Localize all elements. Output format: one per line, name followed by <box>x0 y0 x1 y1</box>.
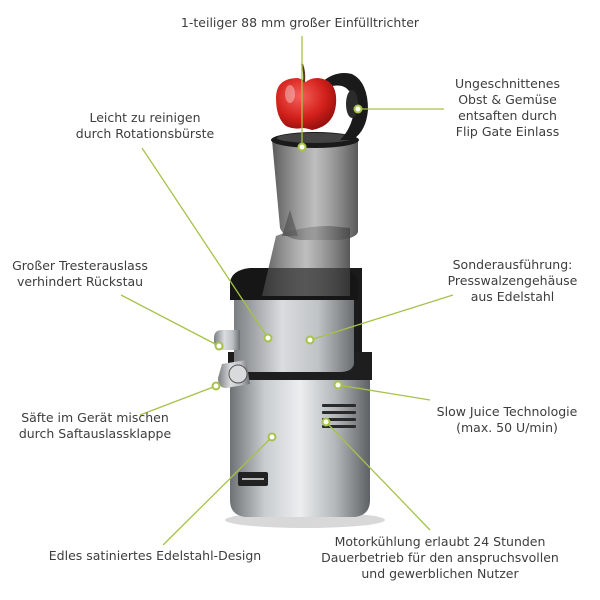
leader-lines <box>120 36 454 546</box>
label-einfuelltrichter: 1-teiliger 88 mm großer Einfülltrichter <box>180 15 420 30</box>
feed-tube <box>272 140 358 240</box>
juice-bowl <box>234 278 354 372</box>
label-motorkuehlung: Motorkühlung erlaubt 24 Stunden Dauerbet… <box>321 534 559 581</box>
flip-gate-lid <box>322 73 368 140</box>
label-saftauslassklappe: Säfte im Gerät mischen durch Saftauslass… <box>18 410 172 441</box>
label-flip-gate: Ungeschnittenes Obst & Gemüse entsaften … <box>454 76 561 139</box>
label-tresterauslass: Großer Tresterauslass verhindert Rücksta… <box>12 258 148 289</box>
apple <box>276 78 337 130</box>
motor-base <box>230 372 370 517</box>
label-rotationsbuerste: Leicht zu reinigen durch Rotationsbürste <box>75 110 215 141</box>
label-edelstahl-design: Edles satiniertes Edelstahl-Design <box>48 548 262 563</box>
markers <box>211 104 363 442</box>
label-slow-juice: Slow Juice Technologie (max. 50 U/min) <box>436 404 578 435</box>
label-edelstahl-gehaeuse: Sonderausführung: Presswalzengehäuse aus… <box>447 257 578 304</box>
chute-drum <box>262 226 350 296</box>
